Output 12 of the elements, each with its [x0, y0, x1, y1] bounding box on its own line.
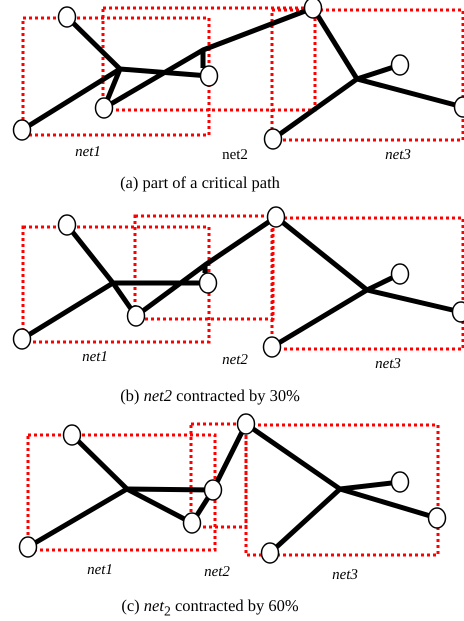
figure-caption: (a) part of a critical path — [120, 175, 280, 192]
net-label: net3 — [375, 357, 401, 372]
net-label: net1 — [87, 563, 113, 578]
net-label: net3 — [385, 148, 411, 163]
net-label: net3 — [332, 568, 358, 583]
net-label: net1 — [82, 350, 108, 365]
net-label: net1 — [75, 145, 101, 160]
net-label: net2 — [204, 565, 230, 580]
figure-caption: (c) net$_{2}$ contracted by 60% — [121, 598, 299, 618]
net-label: net2 — [222, 353, 248, 368]
figure-caption: (b) net2 contracted by 30% — [120, 388, 300, 404]
net-label: net2 — [222, 148, 248, 163]
